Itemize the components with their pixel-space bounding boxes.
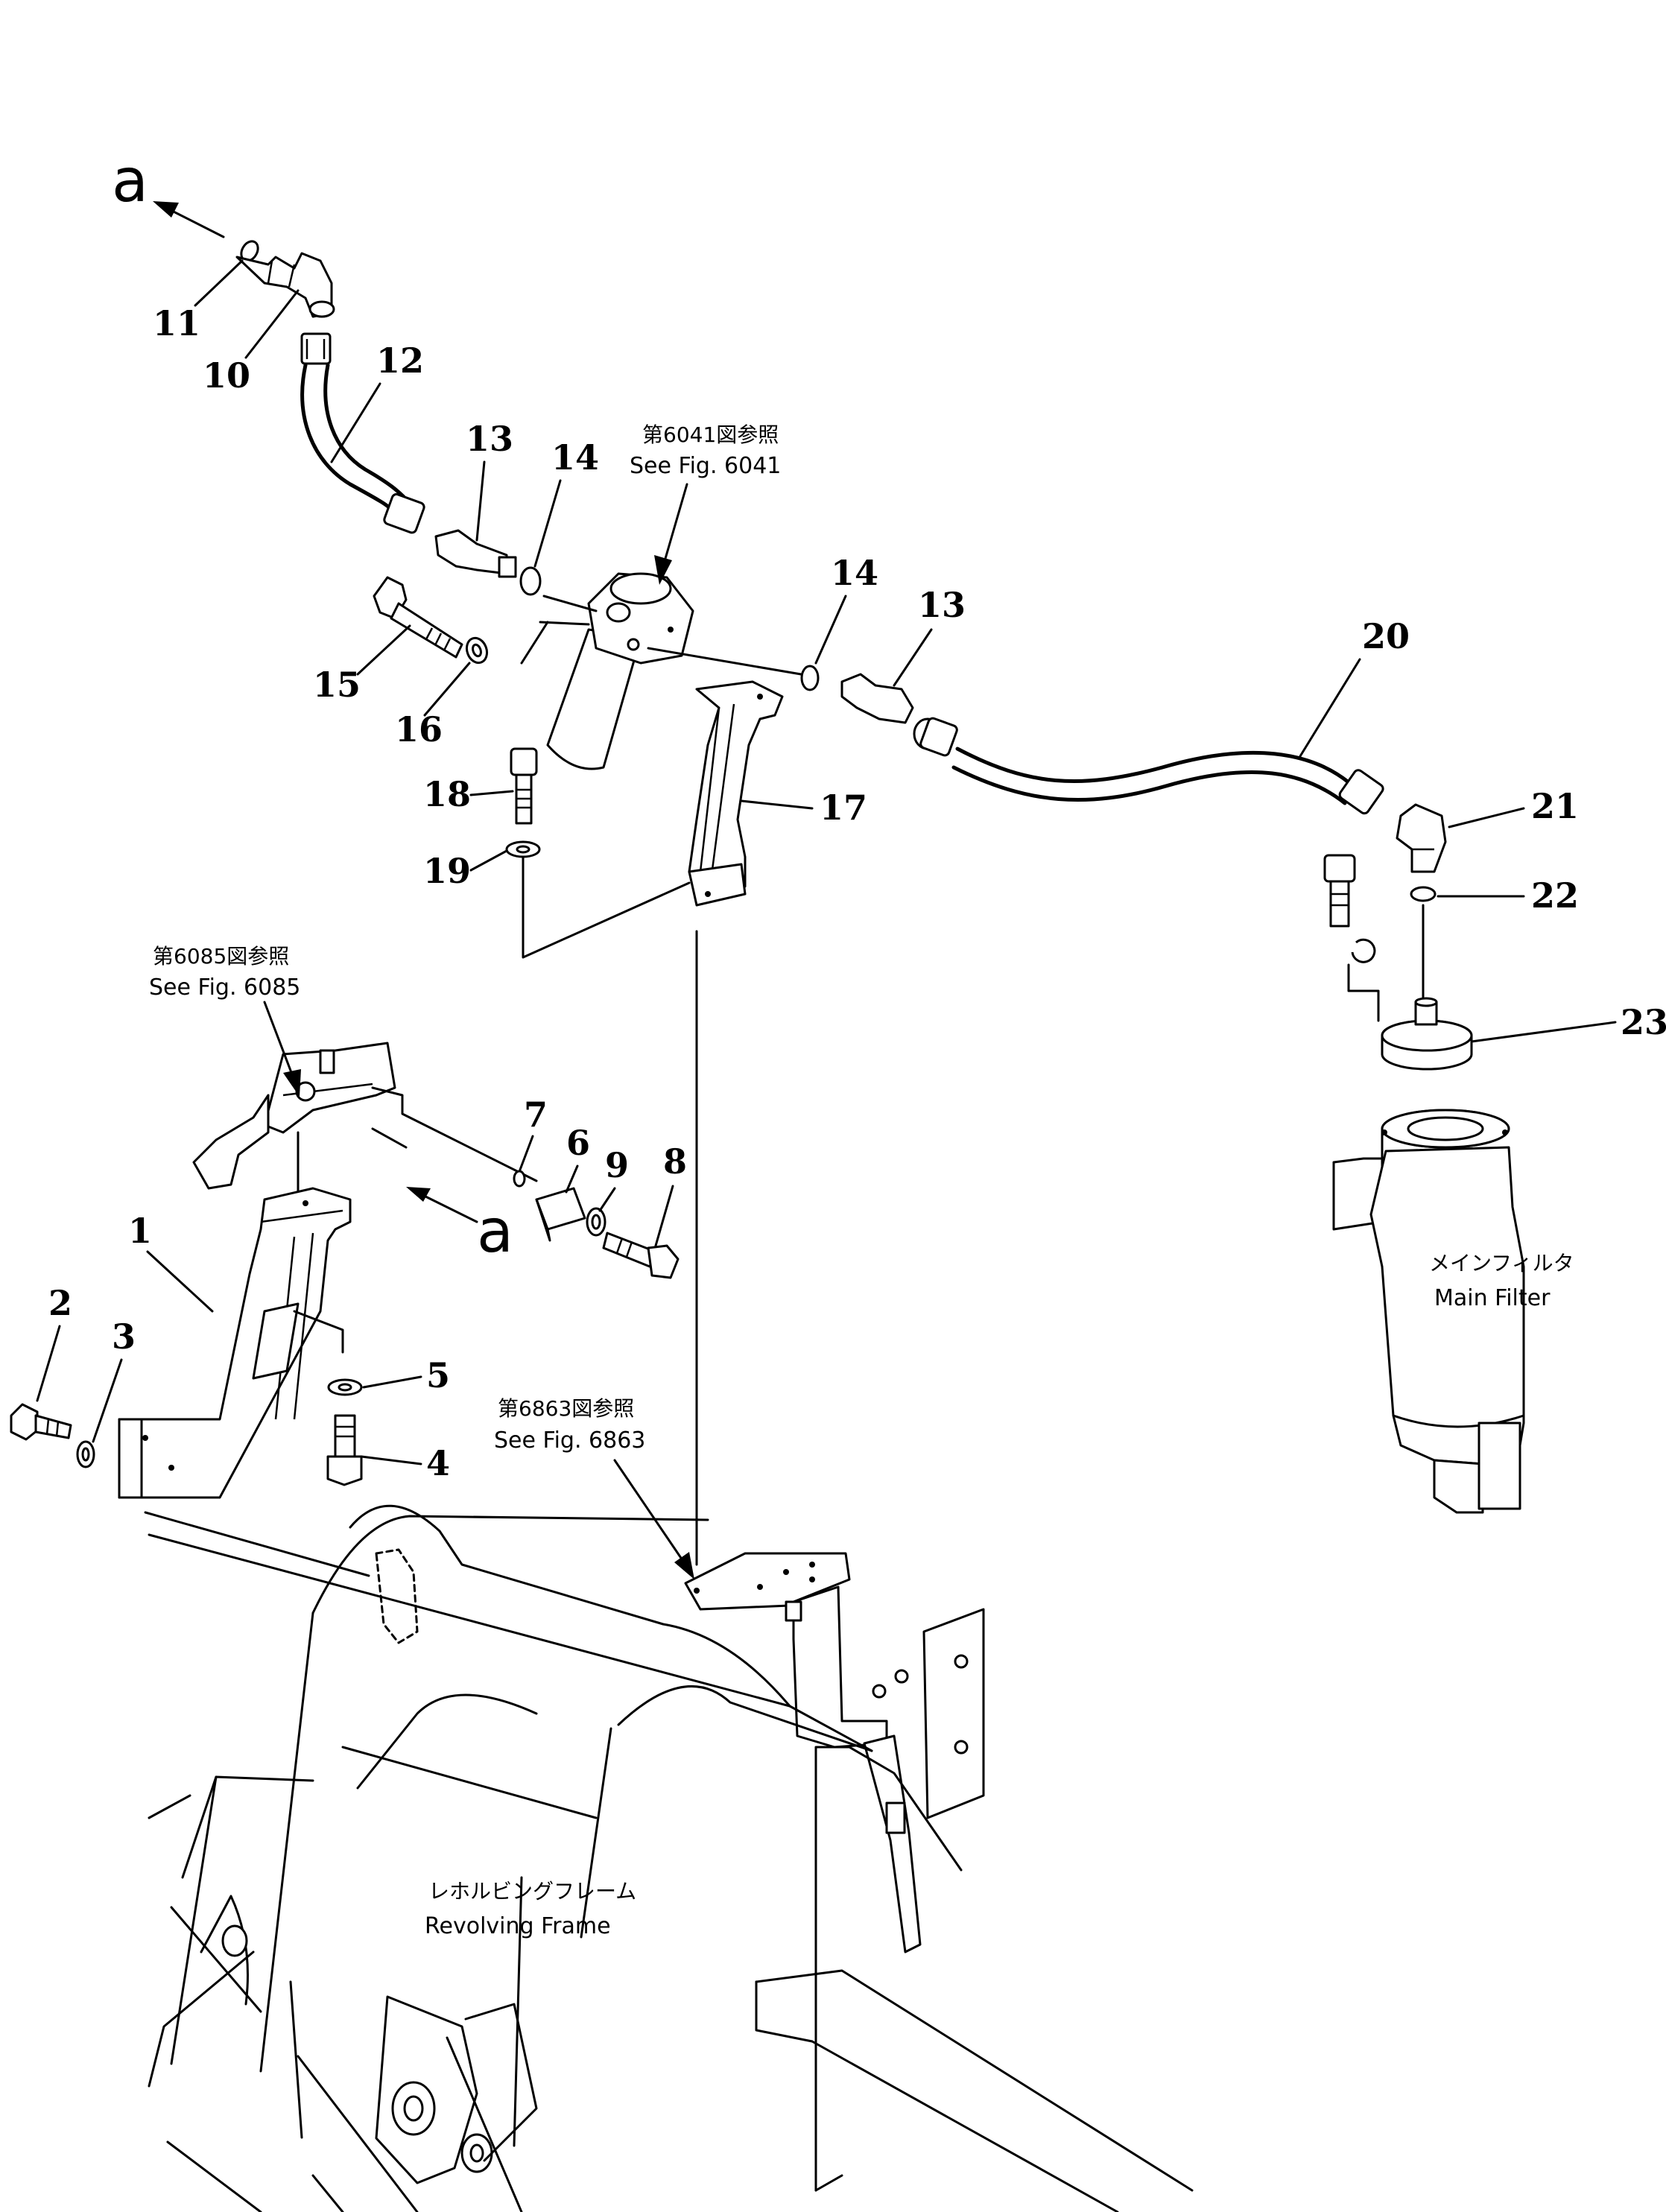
callout-7: 7 — [519, 1094, 548, 1171]
valve-block — [192, 1042, 538, 1205]
callout-2: 2 — [36, 1283, 72, 1402]
reference-fig-6085: 第6085図参照 See Fig. 6085 — [149, 944, 301, 1097]
part-9-washer — [586, 1207, 606, 1237]
part-16-washer — [465, 636, 489, 665]
reference-fig-6863-jp: 第6863図参照 — [498, 1396, 634, 1421]
arrow-a-top: a — [112, 146, 225, 238]
callout-11-label: 11 — [153, 303, 200, 343]
callout-16: 16 — [395, 662, 471, 750]
callout-2-label: 2 — [48, 1283, 72, 1323]
filter-cover-washer — [1347, 904, 1425, 1022]
callout-4: 4 — [360, 1443, 450, 1483]
callout-22: 22 — [1437, 875, 1579, 916]
callout-22-label: 22 — [1531, 875, 1579, 916]
part-14-o-ring-right — [800, 665, 820, 691]
arrow-label-a-top: a — [112, 146, 148, 215]
callout-8: 8 — [654, 1141, 687, 1247]
part-14-o-ring-left — [519, 566, 542, 596]
arrow-label-a-mid: a — [477, 1197, 513, 1266]
callout-5-label: 5 — [426, 1355, 450, 1395]
callout-14-left-label: 14 — [551, 437, 599, 478]
callout-21-label: 21 — [1531, 786, 1579, 826]
callout-23-label: 23 — [1621, 1002, 1666, 1042]
callout-17-label: 17 — [820, 787, 867, 828]
part-7-o-ring — [513, 1170, 526, 1188]
callout-5: 5 — [362, 1355, 450, 1395]
callout-18: 18 — [423, 774, 514, 814]
revolving-frame-label-en: Revolving Frame — [425, 1913, 611, 1939]
main-filter-label-en: Main Filter — [1434, 1285, 1551, 1311]
reference-fig-6041-jp: 第6041図参照 — [642, 422, 779, 447]
part-17-bracket — [688, 680, 784, 907]
callout-12: 12 — [330, 340, 424, 463]
callout-15: 15 — [313, 624, 411, 705]
part-3-washer — [76, 1440, 95, 1468]
callout-19: 19 — [423, 849, 508, 891]
callout-14-right: 14 — [814, 553, 878, 665]
callout-6-label: 6 — [566, 1123, 590, 1163]
part-20-hose — [919, 717, 1384, 815]
part-18-bolt — [510, 747, 538, 825]
part-23-filter-cover — [1381, 997, 1473, 1071]
callout-10: 10 — [203, 289, 300, 396]
part-1-bracket — [118, 1187, 352, 1499]
reference-fig-6863: 第6863図参照 See Fig. 6863 — [494, 1396, 694, 1579]
callout-16-label: 16 — [395, 709, 443, 750]
main-filter-label-jp: メインフィルタ — [1429, 1251, 1574, 1275]
main-filter: メインフィルタ Main Filter — [1332, 1109, 1574, 1514]
arrow-a-mid: a — [406, 1187, 513, 1266]
callout-18-label: 18 — [423, 774, 471, 814]
part-12-hose — [300, 332, 425, 534]
callout-19-label: 19 — [423, 851, 471, 891]
callout-3: 3 — [92, 1316, 136, 1443]
revolving-frame: レホルビングフレーム Revolving Frame — [144, 1504, 1194, 2212]
part-10-elbow-fitting — [235, 252, 335, 318]
part-4-bolt — [326, 1414, 363, 1486]
reference-fig-6085-en: See Fig. 6085 — [149, 975, 300, 1001]
callout-23: 23 — [1470, 1002, 1666, 1043]
callout-13-right: 13 — [893, 585, 966, 687]
reference-fig-6863-en: See Fig. 6863 — [494, 1427, 645, 1454]
callout-9: 9 — [598, 1145, 629, 1212]
callout-4-label: 4 — [426, 1443, 450, 1483]
callout-12-label: 12 — [376, 340, 424, 381]
callout-7-label: 7 — [524, 1094, 548, 1135]
part-22-o-ring — [1410, 886, 1437, 902]
callout-13-left: 13 — [466, 419, 513, 542]
part-8-bolt — [602, 1232, 680, 1279]
callout-20: 20 — [1299, 616, 1410, 758]
part-15-bolt — [373, 576, 463, 659]
part-6-flange — [535, 1187, 586, 1242]
callout-13-left-label: 13 — [466, 419, 513, 459]
callout-1: 1 — [128, 1211, 214, 1313]
callout-10-label: 10 — [203, 355, 250, 396]
line-filter-assembly — [520, 572, 802, 770]
callout-17: 17 — [740, 787, 867, 828]
callout-13-right-label: 13 — [918, 585, 966, 625]
revolving-frame-label-jp: レホルビングフレーム — [428, 1879, 636, 1904]
reference-fig-6041: 第6041図参照 See Fig. 6041 — [630, 422, 781, 585]
callout-1-label: 1 — [128, 1211, 152, 1251]
part-2-bolt — [10, 1403, 72, 1441]
reference-fig-6085-jp: 第6085図参照 — [153, 944, 289, 969]
part-21-elbow-fitting — [1396, 803, 1447, 873]
callout-9-label: 9 — [605, 1145, 629, 1185]
mount-bracket — [684, 1552, 985, 1953]
filter-cover-bolt — [1323, 854, 1356, 928]
callout-15-label: 15 — [313, 665, 361, 705]
part-5-washer — [327, 1378, 363, 1396]
callout-6: 6 — [565, 1123, 590, 1194]
callout-20-label: 20 — [1362, 616, 1410, 656]
callout-21: 21 — [1448, 786, 1579, 828]
reference-fig-6041-en: See Fig. 6041 — [630, 453, 781, 479]
callout-14-right-label: 14 — [831, 553, 878, 593]
callout-3-label: 3 — [112, 1316, 136, 1357]
callout-11: 11 — [153, 259, 244, 343]
callout-14-left: 14 — [533, 437, 599, 568]
callout-8-label: 8 — [663, 1141, 687, 1182]
part-13-connector-left — [434, 529, 517, 578]
part-19-washer — [505, 840, 691, 959]
